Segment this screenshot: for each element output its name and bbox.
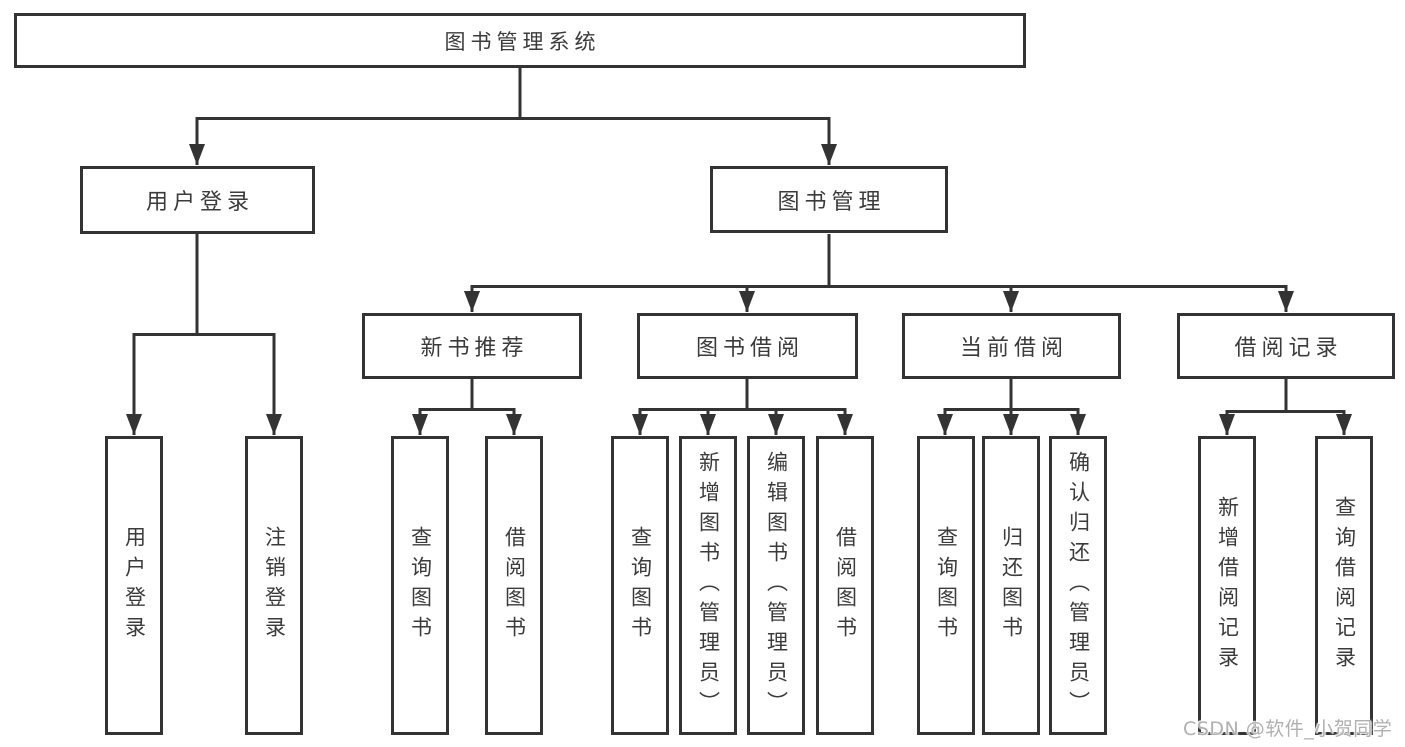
leaf-query-borrow-record: 查询借阅记录 — [1315, 436, 1373, 735]
leaf-logout-login: 注销登录 — [245, 436, 303, 735]
node-book-management: 图书管理 — [710, 166, 948, 233]
leaf-borrow-books-recommendation: 借阅图书 — [485, 436, 543, 735]
leaf-edit-book-admin: 编辑图书（管理员） — [747, 436, 805, 735]
node-new-book-recommendation: 新书推荐 — [362, 313, 582, 379]
leaf-return-books: 归还图书 — [982, 436, 1040, 735]
leaf-add-book-admin: 新增图书（管理员） — [679, 436, 737, 735]
node-borrowing-records: 借阅记录 — [1177, 313, 1395, 379]
node-user-login: 用户登录 — [80, 166, 315, 234]
watermark-text: CSDN @软件_小贺同学 — [1183, 718, 1393, 740]
leaf-confirm-return-admin: 确认归还（管理员） — [1049, 436, 1107, 735]
node-library-management-system: 图书管理系统 — [14, 13, 1026, 68]
node-book-borrowing: 图书借阅 — [637, 313, 858, 379]
leaf-user-login: 用户登录 — [105, 436, 163, 735]
node-current-borrowing: 当前借阅 — [902, 313, 1121, 379]
leaf-add-borrow-record: 新增借阅记录 — [1198, 436, 1256, 735]
leaf-borrow-books: 借阅图书 — [816, 436, 874, 735]
leaf-query-books-borrowing: 查询图书 — [611, 436, 669, 735]
leaf-query-books-current: 查询图书 — [917, 436, 975, 735]
leaf-query-books-recommendation: 查询图书 — [391, 436, 449, 735]
